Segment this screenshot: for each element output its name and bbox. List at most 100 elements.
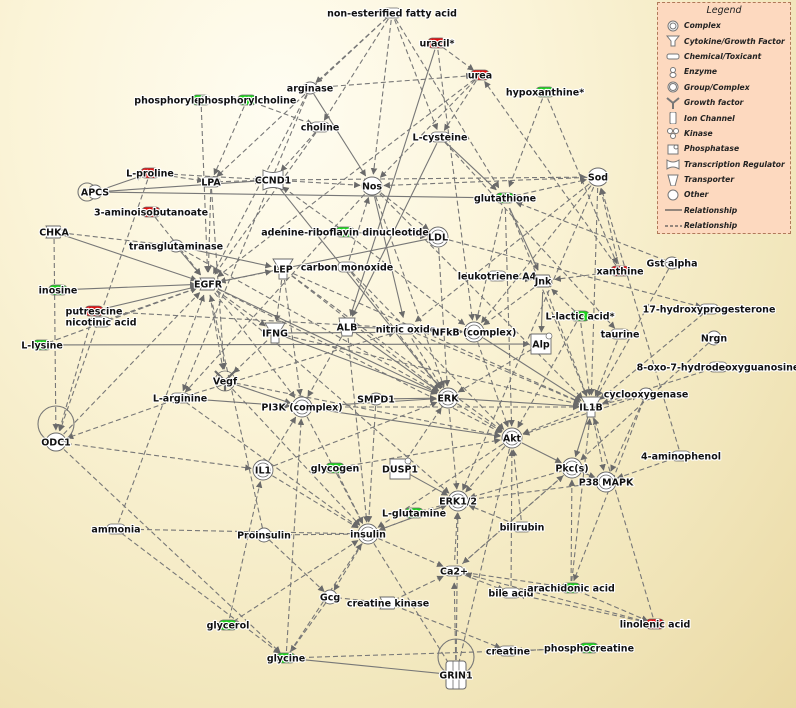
relationship-edge xyxy=(217,288,502,434)
node-lta4[interactable]: leukotriene A4 xyxy=(457,270,538,283)
node-amphen[interactable]: 4-aminophenol xyxy=(640,450,722,463)
node-bili[interactable]: bilirubin xyxy=(498,521,545,534)
chem-node-icon xyxy=(498,645,518,657)
relationship-edge xyxy=(57,317,93,432)
node-amib[interactable]: 3-aminoisobutanoate xyxy=(93,206,209,219)
node-label: P38 MAPK xyxy=(579,478,634,489)
node-apcs[interactable]: APCS xyxy=(80,184,110,200)
node-sod[interactable]: Sod xyxy=(587,167,609,187)
node-urea[interactable]: urea xyxy=(467,69,494,82)
node-ccnd1[interactable]: CCND1 xyxy=(254,169,292,191)
node-bile[interactable]: bile acid xyxy=(487,587,534,600)
chem-node-icon xyxy=(535,86,555,98)
node-glycerol[interactable]: glycerol xyxy=(206,619,251,632)
node-gsta[interactable]: Gst alpha xyxy=(645,256,699,271)
node-ck[interactable]: creatine kinase xyxy=(346,596,430,611)
node-label: leukotriene A4 xyxy=(458,272,537,283)
node-alp[interactable]: Alp xyxy=(530,332,553,355)
node-akt[interactable]: Akt xyxy=(501,427,523,449)
relationship-edge xyxy=(538,291,545,333)
node-erk[interactable]: ERK xyxy=(436,387,460,409)
node-no[interactable]: nitric oxide xyxy=(375,323,438,336)
node-ammonia[interactable]: ammonia xyxy=(90,523,141,536)
cytokine-node-icon xyxy=(264,322,286,344)
node-ifng[interactable]: IFNG xyxy=(261,322,289,344)
relationship-edge xyxy=(347,337,370,523)
node-label: EGFR xyxy=(194,280,223,291)
node-llac[interactable]: L-lactic acid* xyxy=(544,310,615,323)
node-co[interactable]: carbon monoxide xyxy=(300,261,395,274)
node-hypox[interactable]: hypoxanthine* xyxy=(505,86,586,99)
legend-item: Complex xyxy=(662,18,786,33)
node-uracil[interactable]: uracil* xyxy=(418,37,455,50)
node-pkc[interactable]: Pkc(s) xyxy=(554,457,590,479)
node-lpro[interactable]: L-proline xyxy=(125,167,175,180)
node-fad[interactable]: adenine-riboflavin dinucleotide xyxy=(260,226,430,239)
node-label: GRIN1 xyxy=(439,671,472,682)
relationship-edge xyxy=(599,187,680,450)
node-nrgn[interactable]: Nrgn xyxy=(700,330,728,346)
node-tgase[interactable]: transglutaminase xyxy=(128,239,224,254)
relationship-edge xyxy=(64,281,197,291)
node-odc1[interactable]: ODC1 xyxy=(40,432,72,452)
node-choline[interactable]: choline xyxy=(300,121,341,134)
node-nos[interactable]: Nos xyxy=(361,176,384,196)
chemical-icon xyxy=(662,50,684,62)
node-inosine[interactable]: inosine xyxy=(38,284,79,297)
node-dusp1[interactable]: DUSP1 xyxy=(381,457,419,480)
node-pchol[interactable]: phosphorylcholine xyxy=(197,94,298,107)
relationship-edge xyxy=(272,475,359,529)
relationship-edge xyxy=(411,338,443,389)
node-lcys[interactable]: L-cysteine xyxy=(411,131,468,144)
node-proins[interactable]: Proinsulin xyxy=(236,527,292,543)
node-nefa[interactable]: non-esterified fatty acid xyxy=(326,7,458,20)
node-smpd1[interactable]: SMPD1 xyxy=(356,392,396,407)
relationship-edge xyxy=(218,269,272,283)
node-jnk[interactable]: Jnk xyxy=(533,274,553,289)
node-alb[interactable]: ALB xyxy=(336,317,358,337)
node-linol[interactable]: linolenic acid xyxy=(619,618,692,631)
relationship-edge xyxy=(285,334,580,407)
node-vegf[interactable]: Vegf xyxy=(212,370,239,392)
node-erk12[interactable]: ERK1/2 xyxy=(438,490,478,512)
node-lpa[interactable]: LPA xyxy=(200,176,222,189)
node-nicot[interactable]: nicotinic acid xyxy=(64,316,137,329)
node-lgln[interactable]: L-glutamine xyxy=(381,507,447,520)
node-p38[interactable]: P38 MAPK xyxy=(578,471,635,493)
node-pea[interactable]: phosphorylethanolamine xyxy=(133,94,269,107)
node-ohp[interactable]: 17-hydroxyprogesterone xyxy=(642,303,777,316)
node-oxo[interactable]: 8-oxo-7-hydrodeoxyguanosine xyxy=(636,361,796,374)
node-gcg[interactable]: Gcg xyxy=(319,589,341,605)
node-creatine[interactable]: creatine xyxy=(485,645,531,658)
legend-label: Ion Channel xyxy=(684,113,735,123)
node-il1b[interactable]: IL1B xyxy=(578,396,604,418)
node-taurine[interactable]: taurine xyxy=(599,328,640,341)
node-nfkb[interactable]: NFkB (complex) xyxy=(431,321,517,343)
node-egfr[interactable]: EGFR xyxy=(193,277,224,292)
node-glycogen[interactable]: glycogen xyxy=(310,462,361,475)
node-arach[interactable]: arachidonic acid xyxy=(526,582,616,595)
node-label: Gcg xyxy=(320,593,340,604)
node-ca[interactable]: Ca2+ xyxy=(439,565,469,578)
node-xanth[interactable]: xanthine xyxy=(595,265,644,278)
node-glycine[interactable]: glycine xyxy=(266,652,307,665)
node-chka[interactable]: CHKA xyxy=(38,225,71,240)
phosphatase-node-icon xyxy=(530,332,553,355)
node-larg[interactable]: L-arginine xyxy=(152,392,209,405)
relationship-edge xyxy=(455,448,511,668)
node-pi3k[interactable]: PI3K (complex) xyxy=(260,396,344,418)
node-lep[interactable]: LEP xyxy=(272,258,294,280)
node-cox[interactable]: cyclooxygenase xyxy=(603,387,689,402)
node-arginase[interactable]: arginase xyxy=(286,81,334,96)
node-glut[interactable]: glutathione xyxy=(473,192,537,205)
node-putr[interactable]: putrescine xyxy=(64,305,123,318)
node-llys[interactable]: L-lysine xyxy=(20,339,64,352)
node-insulin[interactable]: insulin xyxy=(349,523,387,545)
relationship-edge xyxy=(448,239,702,309)
relationship-edge xyxy=(213,106,245,176)
node-pcr[interactable]: phosphocreatine xyxy=(543,642,635,655)
node-grin1[interactable]: GRIN1 xyxy=(438,660,474,690)
node-il1[interactable]: IL1 xyxy=(252,459,274,481)
node-ldl[interactable]: LDL xyxy=(427,226,449,248)
kinase-icon xyxy=(662,127,684,140)
